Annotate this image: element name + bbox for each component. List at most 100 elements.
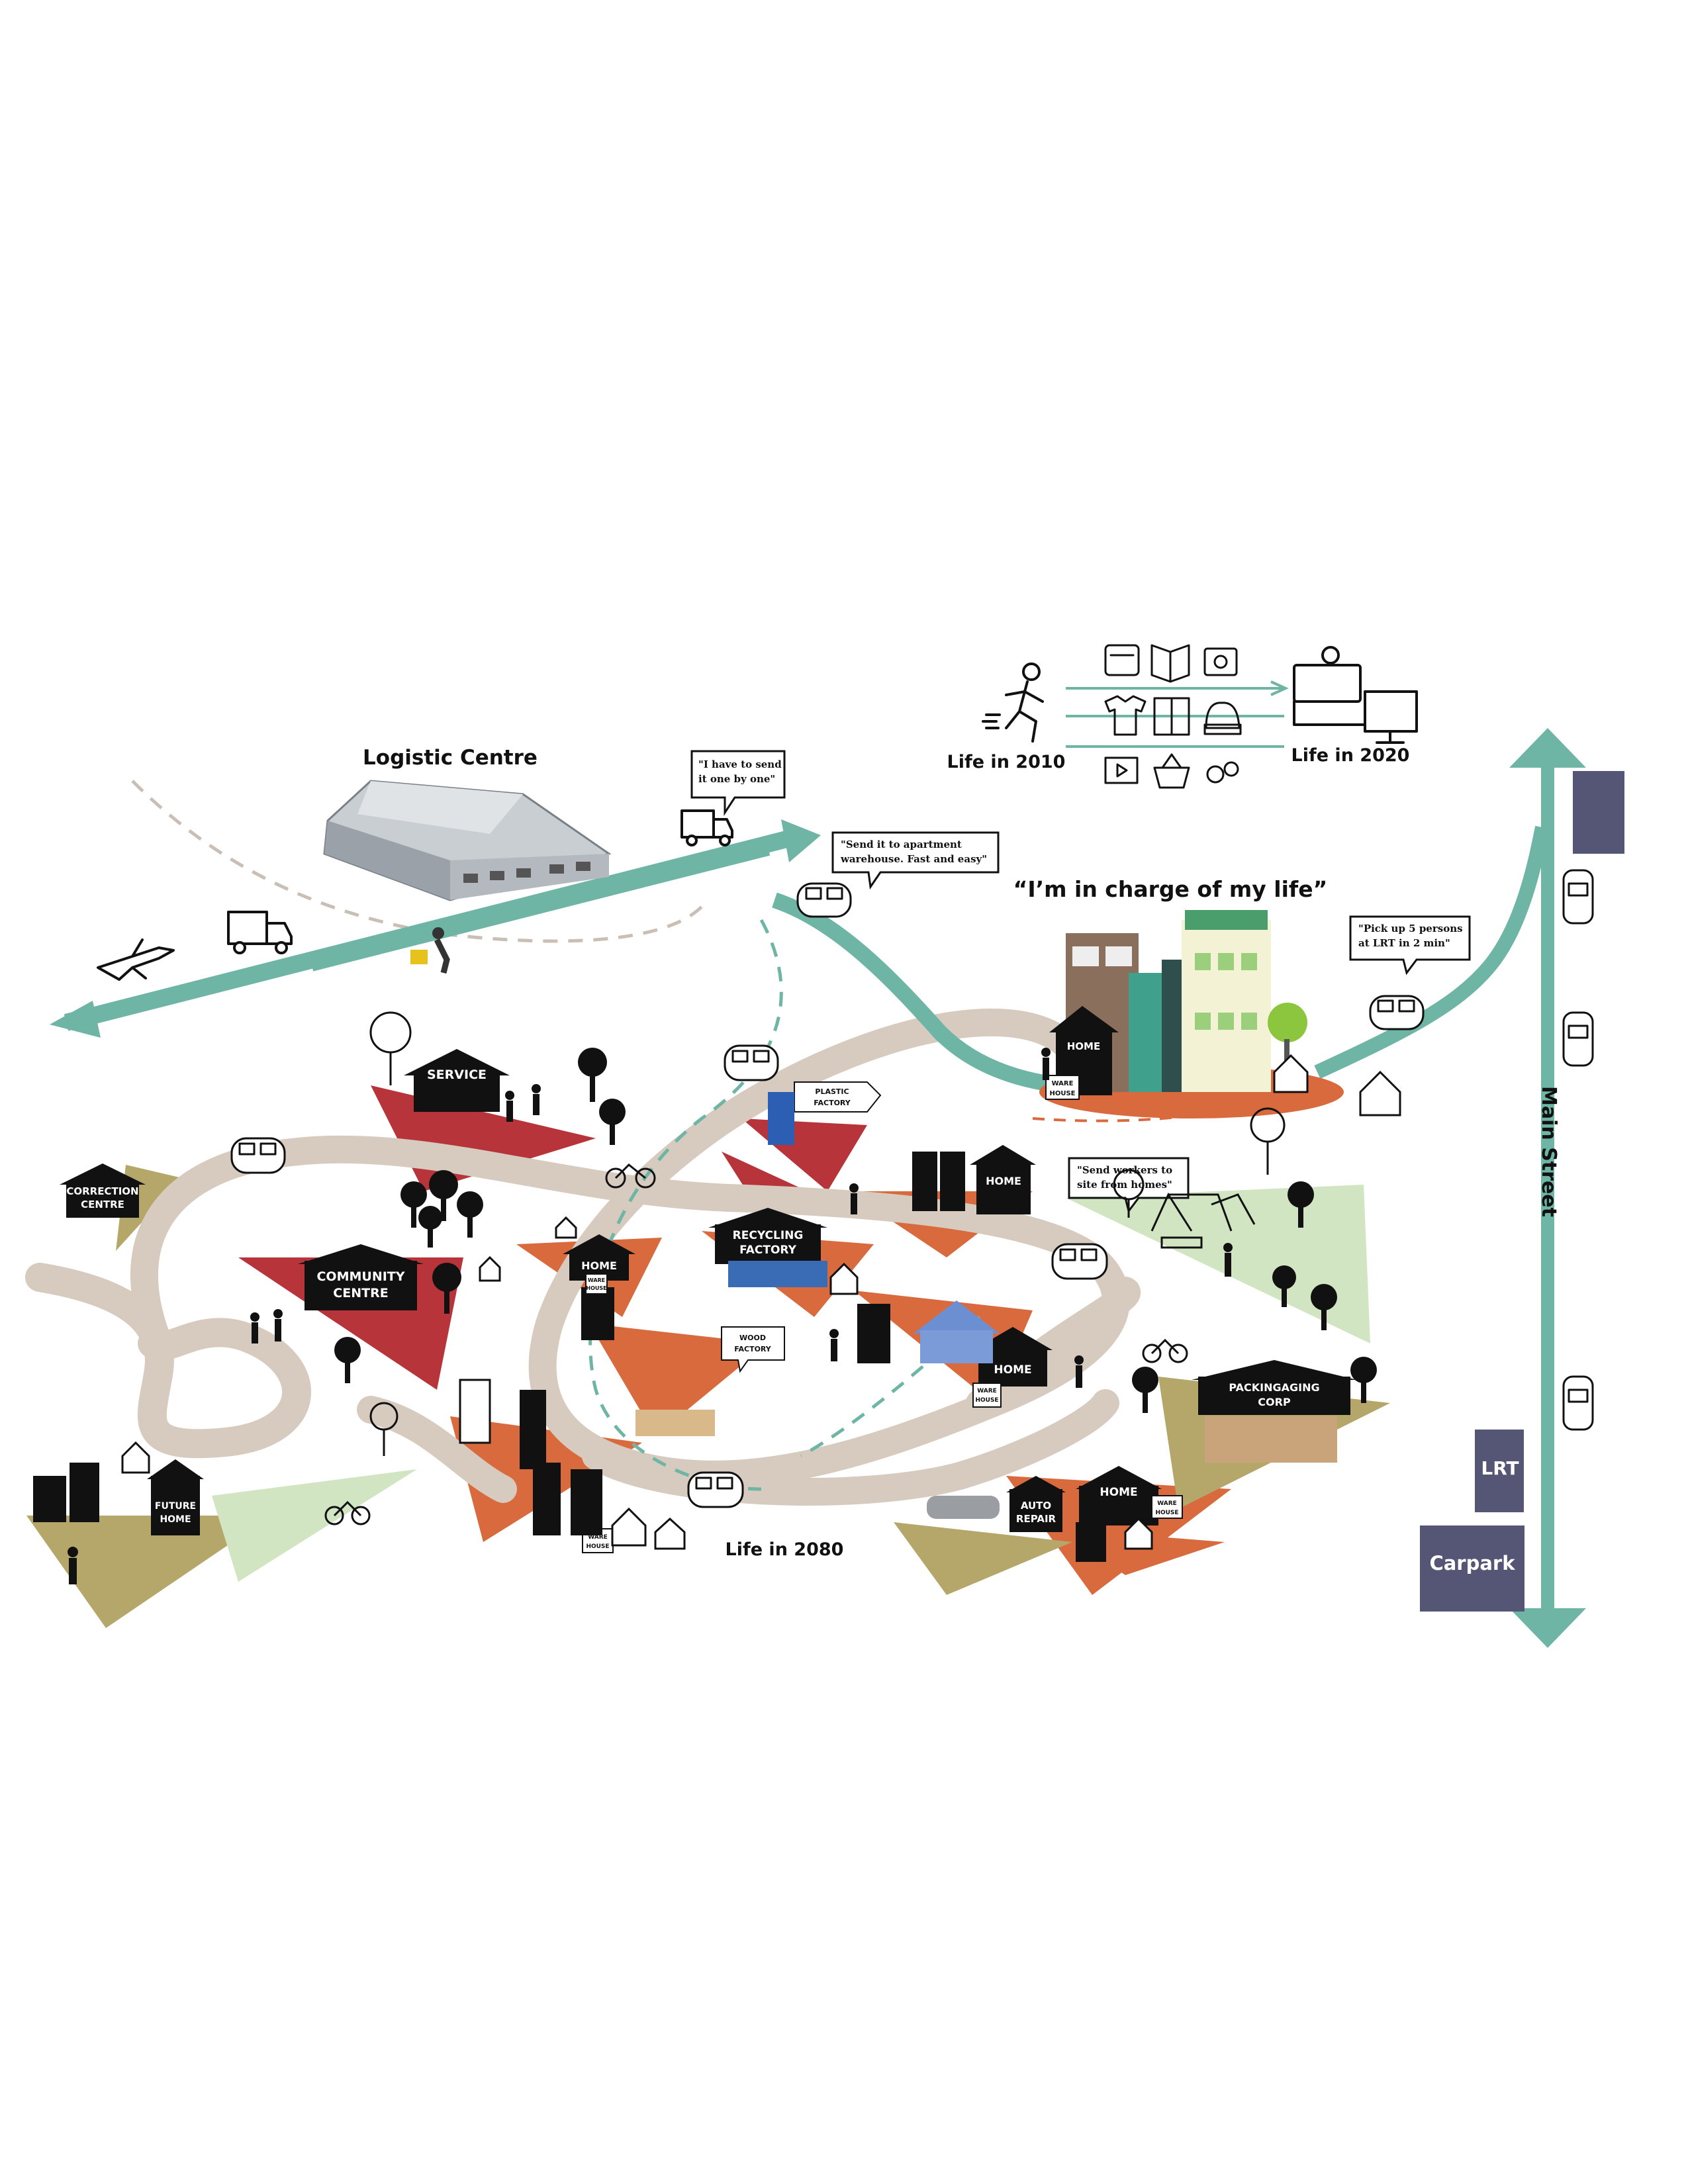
- auto-line2: REPAIR: [1016, 1513, 1056, 1525]
- truck-icon: [227, 911, 293, 954]
- basket-icon: [1153, 753, 1190, 789]
- wood-line2: FACTORY: [734, 1345, 772, 1353]
- bubble-pickup-lrt: "Pick up 5 persons at LRT in 2 min": [1349, 915, 1471, 976]
- building-block: [1573, 771, 1624, 854]
- bicycle-icon: [324, 1163, 1188, 1525]
- warehouse-label-box: WARE HOUSE: [1045, 1075, 1080, 1100]
- wood-line1: WOOD: [739, 1334, 766, 1342]
- service-label: SERVICE: [427, 1068, 487, 1082]
- charge-of-life-title: “I’m in charge of my life”: [1013, 876, 1328, 902]
- vegetables-icon: [1206, 761, 1239, 784]
- bubble-send-one-line2: it one by one": [698, 773, 775, 785]
- bubble-send-workers: "Send workers to site from homes": [1068, 1157, 1190, 1214]
- warehouse-line2: HOUSE: [586, 1285, 606, 1291]
- lrt-station: [1475, 1430, 1524, 1512]
- life-comparison: Life in 2010 Life in 2020: [947, 644, 1418, 789]
- bubble-apartment-line2: warehouse. Fast and easy": [840, 853, 987, 865]
- playground: [1150, 1192, 1256, 1249]
- warehouse-line2: HOUSE: [975, 1397, 998, 1404]
- bubble-send-one-line1: "I have to send: [698, 758, 782, 770]
- home-label: HOME: [986, 1175, 1021, 1187]
- tree-outline-cluster: [369, 1107, 1286, 1456]
- autonomous-pod-icon: [724, 1044, 779, 1081]
- tree-cluster: [334, 1048, 1377, 1413]
- home-label: HOME: [1067, 1040, 1100, 1052]
- future-line2: HOME: [160, 1514, 191, 1525]
- warehouse-line1: WARE: [588, 1277, 605, 1283]
- charge-of-life-cluster: “I’m in charge of my life” HOME WARE HOU…: [1013, 876, 1344, 1118]
- packaging-corp-building: PACKINGAGING CORP: [1192, 1360, 1357, 1463]
- home-building: HOME WARE HOUSE: [563, 1234, 635, 1340]
- bubble-apartment-line1: "Send it to apartment: [841, 839, 962, 850]
- airplane-icon: [97, 938, 175, 981]
- recycling-line1: RECYCLING: [733, 1229, 804, 1242]
- correction-line2: CENTRE: [81, 1199, 124, 1210]
- main-street: Main Street LRT Carpark: [1420, 728, 1624, 1648]
- bubble-apartment-warehouse: "Send it to apartment warehouse. Fast an…: [831, 831, 1000, 890]
- book-icon: [1150, 644, 1190, 683]
- home-building: HOME WARE HOUSE: [914, 1300, 1053, 1408]
- bubble-workers-line2: site from homes": [1077, 1179, 1172, 1191]
- home-label: HOME: [1100, 1486, 1137, 1499]
- plastic-line1: PLASTIC: [815, 1087, 849, 1096]
- wardrobe-icon: [1153, 697, 1190, 736]
- recycling-factory-building: RECYCLING FACTORY: [708, 1208, 827, 1287]
- pet-food-icon: [1203, 702, 1242, 735]
- future-line1: FUTURE: [155, 1501, 196, 1512]
- autonomous-pod-icon: [687, 1471, 744, 1508]
- carpark: [1420, 1525, 1524, 1612]
- person-at-computer-icon: [1293, 646, 1418, 744]
- warehouse-line1: WARE: [1157, 1500, 1177, 1507]
- service-building: SERVICE: [369, 1011, 510, 1112]
- cooking-icon: [1104, 644, 1140, 676]
- people-figures: [68, 1048, 1233, 1584]
- community-line2: CENTRE: [333, 1286, 388, 1300]
- warehouse-line1: WARE: [588, 1534, 608, 1541]
- main-street-label: Main Street: [1537, 1086, 1560, 1217]
- recycling-line2: FACTORY: [739, 1244, 797, 1257]
- autonomous-pod-icon: [1369, 995, 1425, 1030]
- loading-docks: [463, 862, 590, 883]
- life-2020-label: Life in 2020: [1291, 745, 1410, 766]
- home-label: HOME: [581, 1259, 617, 1272]
- truck-icon: [680, 809, 733, 846]
- warehouse-line1: WARE: [1052, 1080, 1074, 1087]
- tree-icon: [369, 1011, 412, 1085]
- car-icon: [1562, 1375, 1594, 1431]
- logistic-centre: Logistic Centre: [323, 746, 612, 974]
- logistic-centre-title: Logistic Centre: [363, 746, 538, 770]
- auto-repair-building: AUTO REPAIR: [927, 1476, 1066, 1532]
- bubble-pickup-line2: at LRT in 2 min": [1358, 937, 1450, 949]
- packaging-line1: PACKINGAGING: [1229, 1381, 1319, 1394]
- correction-centre-building: CORRECTION CENTRE: [60, 1163, 146, 1218]
- home-label: HOME: [994, 1363, 1031, 1377]
- bubble-send-one-by-one: "I have to send it one by one": [690, 750, 786, 817]
- warehouse-line2: HOUSE: [586, 1543, 609, 1550]
- life-2080-label: Life in 2080: [726, 1539, 844, 1560]
- correction-line1: CORRECTION: [66, 1185, 138, 1197]
- car-icon: [1562, 869, 1594, 925]
- worker-figure: [410, 927, 450, 974]
- wood-factory-label: WOOD FACTORY: [635, 1326, 785, 1436]
- community-centre-building: COMMUNITY CENTRE: [298, 1244, 424, 1310]
- warehouse-line2: HOUSE: [1155, 1510, 1178, 1516]
- tshirt-icon: [1104, 695, 1147, 736]
- autonomous-pod-icon: [796, 882, 852, 918]
- autonomous-pod-icon: [230, 1137, 286, 1174]
- bubble-pickup-line1: "Pick up 5 persons: [1358, 923, 1463, 934]
- plastic-line2: FACTORY: [814, 1099, 851, 1107]
- media-icon: [1104, 756, 1139, 784]
- future-home-building: FUTURE HOME: [33, 1459, 204, 1535]
- auto-line1: AUTO: [1021, 1500, 1051, 1512]
- community-line1: COMMUNITY: [316, 1269, 404, 1284]
- carpark-label: Carpark: [1429, 1552, 1515, 1574]
- warehouse-line1: WARE: [977, 1388, 997, 1394]
- plastic-factory-label: PLASTIC FACTORY: [768, 1081, 882, 1145]
- packaging-line2: CORP: [1258, 1396, 1291, 1408]
- car-icon: [1562, 1011, 1594, 1067]
- apartment-blocks: [459, 1304, 890, 1535]
- home-building: HOME: [912, 1145, 1036, 1214]
- running-person-icon: [982, 662, 1044, 743]
- autonomous-pod-icon: [1051, 1243, 1108, 1280]
- life-2010-label: Life in 2010: [947, 752, 1066, 772]
